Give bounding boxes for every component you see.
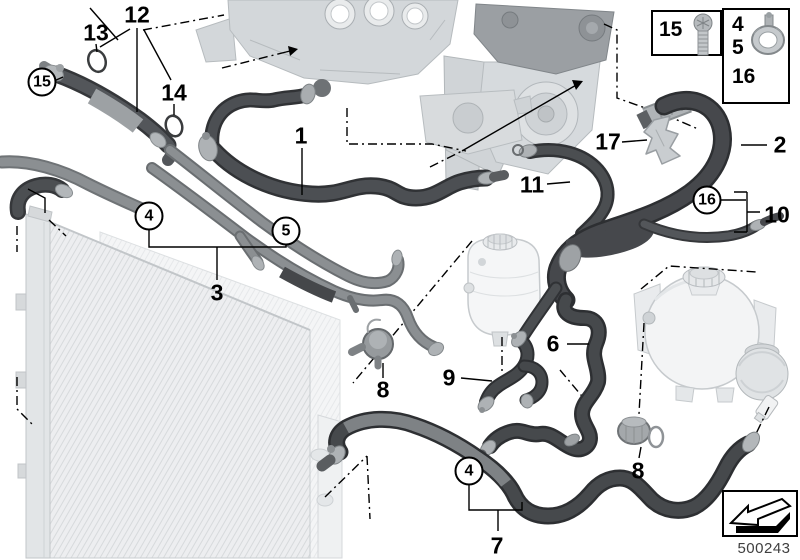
callout-8-cap[interactable]: 8 [631,457,645,484]
callout-12[interactable]: 12 [124,1,150,28]
legend-cell-screw: 15 [651,10,722,56]
callout-4-upper[interactable]: 4 [134,201,164,231]
callout-8-thermostat[interactable]: 8 [376,376,390,403]
hose-9-fitting [477,281,563,413]
callout-16[interactable]: 16 [692,185,722,215]
radiator-assembly [15,205,343,559]
callout-11[interactable]: 11 [519,171,545,198]
legend-clamp-number-5: 5 [732,36,744,59]
holder-clip-part-17 [643,115,681,165]
leader-arrowheads [288,46,583,90]
sensor-cap-part-8 [617,416,665,449]
hose-7 [316,410,761,525]
torx-screw-icon [693,13,713,56]
radiator-inlet-hose [0,155,153,220]
thermostat-part-8 [348,318,394,370]
legend-clamp-number-4: 4 [732,13,744,36]
engine-assembly [195,0,615,191]
hose-1 [198,79,509,207]
front-direction-arrow-icon [728,497,792,533]
electric-coolant-pump [735,343,789,424]
callout-15-hose[interactable]: 15 [27,67,57,97]
hose-clamp-icon [751,12,785,55]
o-ring-14 [164,114,184,138]
hose-12-15 [39,61,177,166]
leader-lines [27,7,767,531]
hose-10 [638,212,784,243]
expansion-tank-center [463,233,541,347]
hose-3-bundle [146,144,445,357]
o-ring-13 [86,48,108,74]
direction-arrow-box [722,490,798,537]
callout-6[interactable]: 6 [546,330,560,357]
callout-7[interactable]: 7 [490,532,504,559]
image-part-number: 500243 [737,540,791,557]
legend-cell-clamp: 4 5 16 [722,8,790,104]
hose-2 [546,90,732,310]
callout-2[interactable]: 2 [773,131,787,158]
callout-13[interactable]: 13 [83,19,109,46]
expansion-tank-right [633,266,777,403]
hose-11 [512,143,615,241]
callout-9[interactable]: 9 [442,364,456,391]
hoses [0,61,784,525]
legend-clamp-number-16: 16 [732,65,756,88]
callout-17[interactable]: 17 [595,128,621,155]
callout-5[interactable]: 5 [271,216,301,246]
callout-1[interactable]: 1 [294,122,308,149]
callout-4-lower[interactable]: 4 [454,456,484,486]
callout-3[interactable]: 3 [210,279,224,306]
callout-14[interactable]: 14 [161,79,187,106]
legend-screw-number: 15 [659,18,683,41]
callout-10[interactable]: 10 [764,201,790,228]
